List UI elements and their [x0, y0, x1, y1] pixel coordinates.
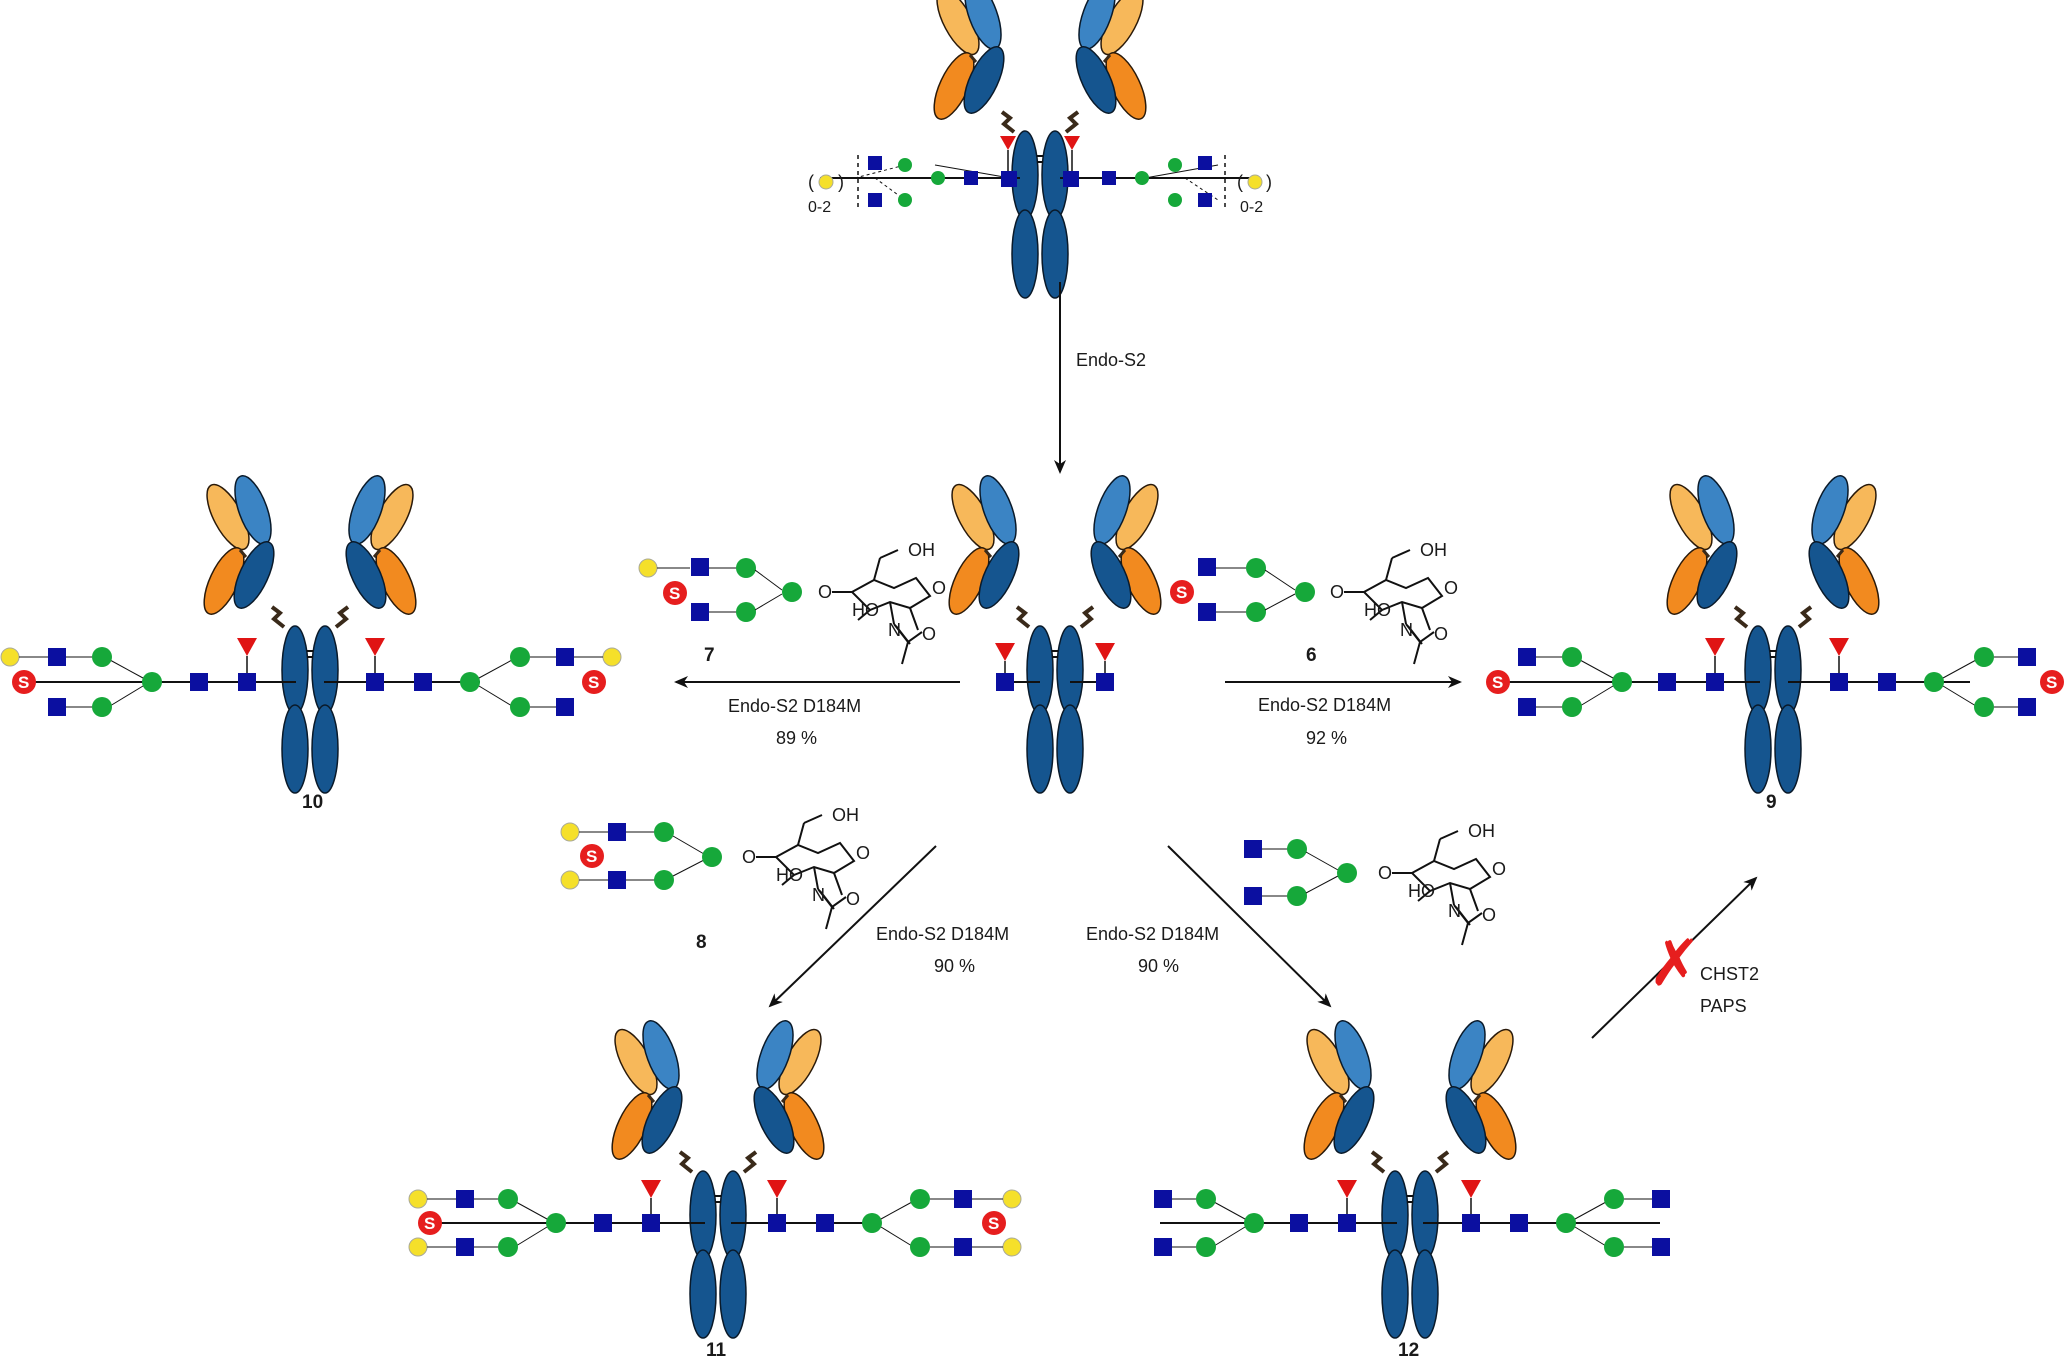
compound-6-label: 6: [1306, 645, 1317, 666]
svg-text:OH: OH: [1420, 540, 1447, 560]
arrow-right-yield: 92 %: [1306, 728, 1347, 748]
arrow-lower-right-reagent: Endo-S2 D184M: [1086, 924, 1219, 944]
svg-text:HO: HO: [852, 600, 879, 620]
arrow-right-reagent: Endo-S2 D184M: [1258, 695, 1391, 715]
svg-text:(: (: [808, 172, 814, 192]
svg-text:OH: OH: [1468, 821, 1495, 841]
compound-12-label: 12: [1398, 1340, 1419, 1360]
arrow-lower-left: [768, 845, 937, 1008]
svg-text:O: O: [818, 582, 832, 602]
svg-text:S: S: [2046, 673, 2057, 692]
glcnac-square-icon: [1001, 171, 1017, 187]
svg-text:O: O: [1482, 905, 1496, 925]
svg-text:): ): [838, 172, 844, 192]
product-9: S S 9: [1486, 469, 2064, 813]
svg-text:S: S: [1176, 583, 1187, 602]
svg-text:HO: HO: [1408, 881, 1435, 901]
svg-text:O: O: [1378, 863, 1392, 883]
starting-glycans: ( ) 0-2 ( ) 0-2: [808, 136, 1272, 216]
svg-text:O: O: [922, 624, 936, 644]
svg-text:(: (: [1237, 172, 1243, 192]
svg-text:N: N: [812, 885, 825, 905]
svg-text:N: N: [888, 620, 901, 640]
arrow-blocked-reagent2: PAPS: [1700, 996, 1747, 1016]
svg-text:HO: HO: [1364, 600, 1391, 620]
svg-text:O: O: [742, 847, 756, 867]
arrow-lower-right-yield: 90 %: [1138, 956, 1179, 976]
product-11: S S 11: [408, 1014, 1022, 1360]
svg-text:S: S: [588, 673, 599, 692]
compound-7-label: 7: [704, 645, 715, 666]
svg-text:S: S: [669, 584, 680, 603]
svg-text:N: N: [1448, 901, 1461, 921]
donor-6: S O OH HO N O O 6: [1170, 540, 1458, 666]
svg-text:S: S: [586, 847, 597, 866]
galactose-circle-icon: [818, 174, 834, 190]
donor-unsulfated: O OH HO N O O: [1244, 821, 1506, 946]
product-12: 12: [1154, 1014, 1670, 1360]
arrow-blocked-reagent1: CHST2: [1700, 964, 1759, 984]
svg-text:OH: OH: [908, 540, 935, 560]
donor-8: S O OH HO N O O 8: [560, 805, 870, 953]
svg-text:HO: HO: [776, 865, 803, 885]
donor-7: S O OH HO N O O 7: [638, 540, 946, 666]
arrow-lower-left-reagent: Endo-S2 D184M: [876, 924, 1009, 944]
compound-10-label: 10: [302, 792, 323, 813]
svg-text:OH: OH: [832, 805, 859, 825]
svg-text:S: S: [1492, 673, 1503, 692]
svg-text:S: S: [988, 1214, 999, 1233]
arrow-lower-right: [1167, 845, 1332, 1008]
svg-text:S: S: [18, 673, 29, 692]
truncated-antibody: [939, 469, 1171, 795]
compound-8-label: 8: [696, 932, 707, 953]
product-10: S S 10: [0, 469, 622, 813]
arrow-left-yield: 89 %: [776, 728, 817, 748]
svg-text:O: O: [932, 578, 946, 598]
svg-text:O: O: [1434, 624, 1448, 644]
compound-11-label: 11: [706, 1340, 727, 1360]
svg-text:0-2: 0-2: [1240, 199, 1263, 216]
compound-9-label: 9: [1766, 792, 1777, 813]
fucose-triangle-icon: [1000, 136, 1016, 150]
starting-antibody: [924, 0, 1156, 301]
svg-text:O: O: [1444, 578, 1458, 598]
svg-text:): ): [1266, 172, 1272, 192]
svg-text:O: O: [1330, 582, 1344, 602]
svg-text:0-2: 0-2: [808, 199, 831, 216]
svg-text:O: O: [846, 889, 860, 909]
arrow-top-label: Endo-S2: [1076, 350, 1146, 370]
arrow-blocked: [1591, 876, 1758, 1039]
svg-text:O: O: [1492, 859, 1506, 879]
svg-text:S: S: [424, 1214, 435, 1233]
blocked-cross-icon: ✗: [1648, 927, 1702, 999]
svg-text:N: N: [1400, 620, 1413, 640]
arrow-left-reagent: Endo-S2 D184M: [728, 696, 861, 716]
arrow-lower-left-yield: 90 %: [934, 956, 975, 976]
svg-text:O: O: [856, 843, 870, 863]
